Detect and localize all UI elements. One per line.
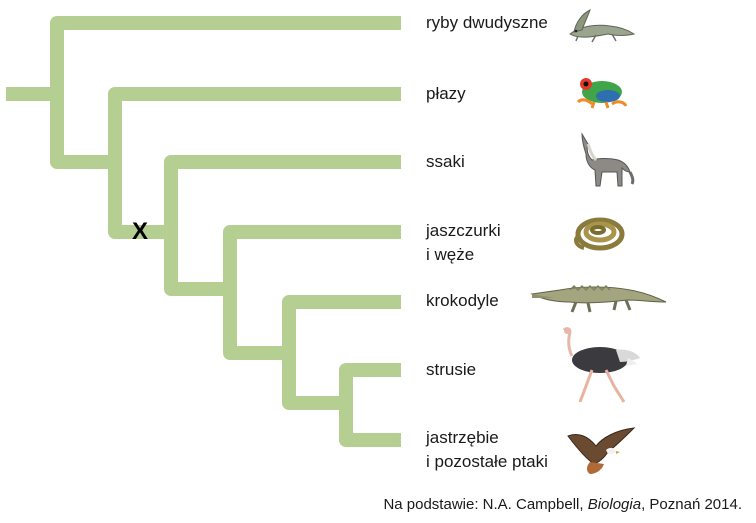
- taxon-label-lungfish: ryby dwudyszne: [426, 13, 548, 32]
- lungfish-icon: [569, 9, 636, 43]
- taxon-label-crocodiles: krokodyle: [426, 291, 499, 310]
- taxon-label-amphibians: płazy: [426, 84, 466, 103]
- frog-icon: [576, 78, 628, 109]
- ostrich-icon: [562, 327, 640, 403]
- branch-node-a: [50, 16, 401, 169]
- wolf-icon: [581, 132, 635, 187]
- branch-node-f: [339, 363, 401, 447]
- source-citation: Na podstawie: N.A. Campbell, Biologia, P…: [383, 496, 742, 513]
- taxon-label-ostriches: strusie: [426, 360, 477, 379]
- node-marker-x: X: [132, 218, 149, 245]
- snake-icon: [574, 217, 625, 251]
- taxon-label-mammals: ssaki: [426, 152, 465, 171]
- crocodile-icon: [530, 284, 667, 313]
- branch-node-b: [108, 87, 401, 239]
- branch-node-d: [223, 225, 401, 360]
- branch-node-c: [164, 155, 401, 296]
- branch-node-e: [282, 295, 401, 410]
- hawk-icon: [567, 427, 636, 474]
